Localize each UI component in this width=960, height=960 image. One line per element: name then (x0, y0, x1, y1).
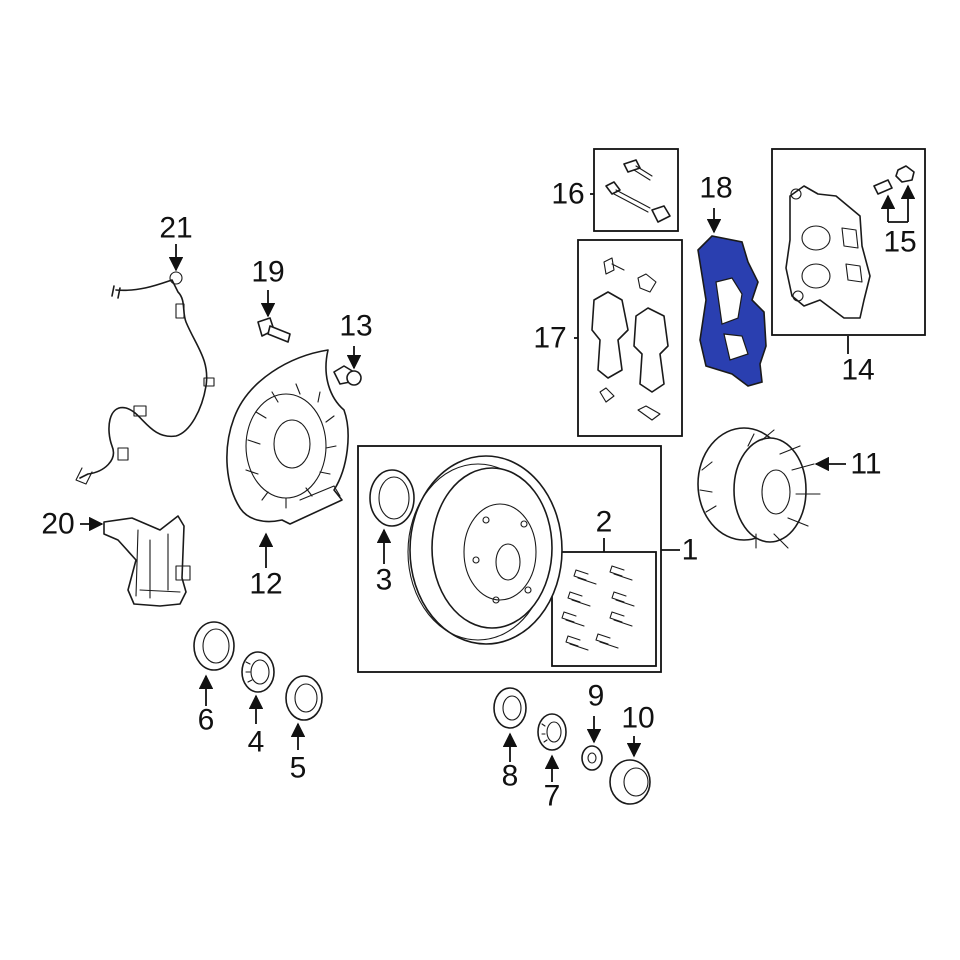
dust-cap-10[interactable] (609, 759, 651, 805)
bolt-19[interactable] (257, 317, 291, 343)
callout-19: 19 (251, 256, 284, 289)
caliper-bolts[interactable] (873, 165, 915, 195)
callout-10: 10 (621, 702, 654, 735)
pin-kit-box (593, 148, 679, 232)
callout-15: 15 (883, 226, 916, 259)
wheel-studs[interactable] (561, 565, 635, 651)
bolt-13[interactable] (333, 365, 362, 386)
abs-sensor-harness[interactable] (75, 271, 215, 485)
callout-7: 7 (544, 780, 561, 813)
callout-13: 13 (339, 310, 372, 343)
bearing-4[interactable] (241, 651, 275, 693)
stud-kit-box (551, 551, 657, 667)
guide-pins[interactable] (605, 159, 671, 223)
callout-18: 18 (699, 172, 732, 205)
callout-11: 11 (850, 448, 881, 481)
seal-ring[interactable] (369, 469, 415, 527)
rotor-group-box (357, 445, 662, 673)
callout-5: 5 (290, 752, 307, 785)
bearing-7[interactable] (537, 713, 567, 751)
callout-1: 1 (682, 534, 699, 567)
brake-caliper[interactable] (785, 185, 871, 319)
callout-17: 17 (533, 322, 566, 355)
callout-14: 14 (841, 354, 874, 387)
callout-3: 3 (376, 564, 393, 597)
brake-rotor[interactable] (407, 455, 563, 645)
callout-6: 6 (198, 704, 215, 737)
callout-labels: 21 20 19 13 12 3 2 1 16 17 18 15 14 11 6… (41, 172, 916, 813)
callout-8: 8 (502, 760, 519, 793)
washer-9[interactable] (581, 745, 603, 771)
callout-20: 20 (41, 508, 74, 541)
race-8[interactable] (493, 687, 527, 729)
dust-shield[interactable] (226, 349, 349, 525)
caliper-box (771, 148, 926, 336)
callout-2: 2 (596, 506, 613, 539)
callout-4: 4 (248, 726, 265, 759)
sensor-bracket[interactable] (103, 515, 191, 607)
wheel-hub[interactable] (697, 427, 821, 549)
brake-pads[interactable] (591, 257, 669, 421)
callout-12: 12 (249, 568, 282, 601)
callout-16: 16 (551, 178, 584, 211)
caliper-bracket[interactable] (697, 235, 767, 387)
seal-6[interactable] (193, 621, 235, 671)
leader-lines (80, 184, 916, 782)
callout-9: 9 (588, 680, 605, 713)
callout-21: 21 (159, 212, 192, 245)
race-5[interactable] (285, 675, 323, 721)
